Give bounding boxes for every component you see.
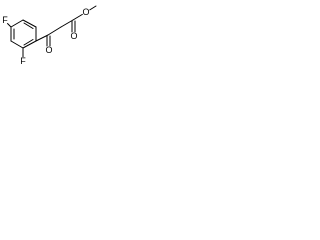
ring-bond-top-right <box>22 19 37 28</box>
ester-carbonyl-oxygen-label: O <box>70 31 77 41</box>
bond-ch2-to-ester-carbon <box>60 19 74 28</box>
benzene-ring <box>10 19 37 49</box>
ring-bond-bottom-right <box>22 40 37 49</box>
chemical-structure-diagram: F F O O O <box>1 5 97 66</box>
ring-double-bond-top-right <box>23 22 34 29</box>
ketone-oxygen-label: O <box>45 45 52 55</box>
bond-ring-to-ketone-carbon <box>35 34 49 42</box>
ring-bond-bottom-left <box>10 40 24 49</box>
fluorine-top-label: F <box>2 15 8 25</box>
bond-ketone-to-ch2 <box>47 26 62 36</box>
bond-ester-carbon-to-ether-oxygen <box>72 13 84 21</box>
ring-bond-top-left <box>10 19 24 28</box>
ester-ether-oxygen-label: O <box>82 7 89 17</box>
ring-double-bond-bottom-right <box>23 39 34 46</box>
fluorine-bottom-label: F <box>20 56 26 66</box>
